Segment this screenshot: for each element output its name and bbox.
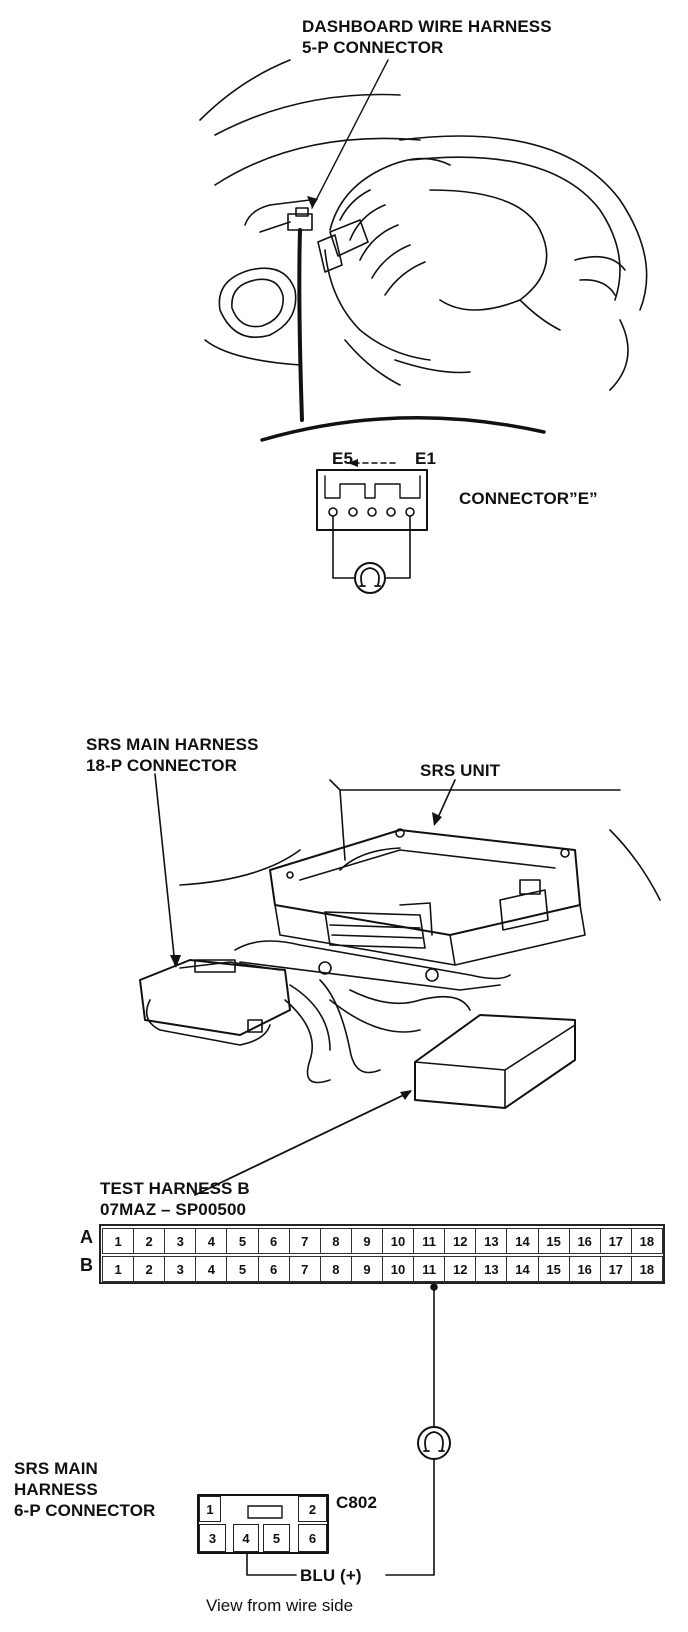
pin-cell: 15 [537,1228,570,1254]
pin-cell: 1 [102,1256,135,1282]
dashboard-illustration [199,59,648,442]
pin-cell: 18 [630,1256,663,1282]
label-line: 18-P CONNECTOR [86,756,237,775]
test-harness-pin-grid: 1 2 3 4 5 6 7 8 9 10 11 12 13 14 15 16 1… [99,1224,665,1284]
ohmmeter-icon [417,1426,451,1460]
label-line: DASHBOARD WIRE HARNESS [302,17,552,36]
pin-cell: 14 [506,1256,539,1282]
ohmmeter-icon [354,562,386,594]
srs-main-18p-label: SRS MAIN HARNESS 18-P CONNECTOR [86,734,259,776]
pin-cell: 13 [475,1256,508,1282]
row-label-a: A [80,1227,93,1247]
pin-cell: 15 [537,1256,570,1282]
label-line: SRS MAIN [14,1459,98,1478]
pin-cell: 12 [444,1256,477,1282]
connector-6p-pin-1: 1 [199,1496,221,1522]
test-harness-label: TEST HARNESS B 07MAZ – SP00500 [100,1178,250,1220]
pin-cell: 11 [413,1228,446,1254]
label-line: SRS MAIN HARNESS [86,735,259,754]
pin-cell: 5 [226,1256,259,1282]
pin-cell: 8 [319,1256,352,1282]
pin-cell: 4 [195,1256,228,1282]
pin-cell: 2 [133,1256,166,1282]
pin-cell: 10 [381,1228,415,1254]
pin-cell: 13 [475,1228,508,1254]
c802-label: C802 [336,1493,378,1512]
connector-6p-outline [197,1494,329,1554]
srs-unit-illustration [139,773,661,1196]
connector-6p-pin-6: 6 [298,1524,327,1552]
pin-cell: 16 [568,1228,601,1254]
pin-cell: 3 [164,1228,197,1254]
connector-e-drawing [316,462,428,579]
pin-row-b: 1 2 3 4 5 6 7 8 9 10 11 12 13 14 15 16 1… [102,1256,663,1282]
pin-cell: 9 [350,1256,383,1282]
srs-main-6p-label: SRS MAIN HARNESS 6-P CONNECTOR [14,1458,155,1521]
pin-cell: 12 [444,1228,477,1254]
pin-cell: 3 [164,1256,197,1282]
dashboard-harness-label: DASHBOARD WIRE HARNESS 5-P CONNECTOR [302,16,552,58]
label-line: 6-P CONNECTOR [14,1501,156,1520]
pin-cell: 17 [599,1256,632,1282]
label-line: 5-P CONNECTOR [302,38,444,57]
blu-wire-label: BLU (+) [300,1566,362,1585]
pin-row-a: 1 2 3 4 5 6 7 8 9 10 11 12 13 14 15 16 1… [102,1228,663,1254]
pin-cell: 7 [288,1256,321,1282]
label-line: 07MAZ – SP00500 [100,1200,247,1219]
view-note: View from wire side [206,1596,354,1615]
label-line: HARNESS [14,1480,98,1499]
connector-6p-pin-2: 2 [298,1496,327,1522]
connector-6p-pin-3: 3 [199,1524,226,1552]
label-line: TEST HARNESS B [100,1179,250,1198]
pin-cell: 5 [226,1228,259,1254]
pin-range-left: E5 [332,449,353,468]
connector-6p-pin-5: 5 [263,1524,290,1552]
pin-cell: 9 [350,1228,383,1254]
connector-e-label: CONNECTOR”E” [459,489,598,508]
pin-cell: 6 [257,1256,290,1282]
pin-cell: 4 [195,1228,228,1254]
pin-cell: 18 [630,1228,663,1254]
pin-cell: 2 [133,1228,166,1254]
pin-cell: 7 [288,1228,321,1254]
srs-unit-label: SRS UNIT [420,761,501,780]
pin-cell: 8 [319,1228,352,1254]
pin-cell: 1 [102,1228,135,1254]
connector-6p-pin-4: 4 [233,1524,259,1552]
pin-range-right: E1 [415,449,436,468]
row-label-b: B [80,1255,93,1275]
pin-cell: 16 [568,1256,601,1282]
pin-cell: 14 [506,1228,539,1254]
pin-cell: 11 [413,1256,446,1282]
pin-cell: 17 [599,1228,632,1254]
pin-cell: 6 [257,1228,290,1254]
pin-cell: 10 [381,1256,415,1282]
